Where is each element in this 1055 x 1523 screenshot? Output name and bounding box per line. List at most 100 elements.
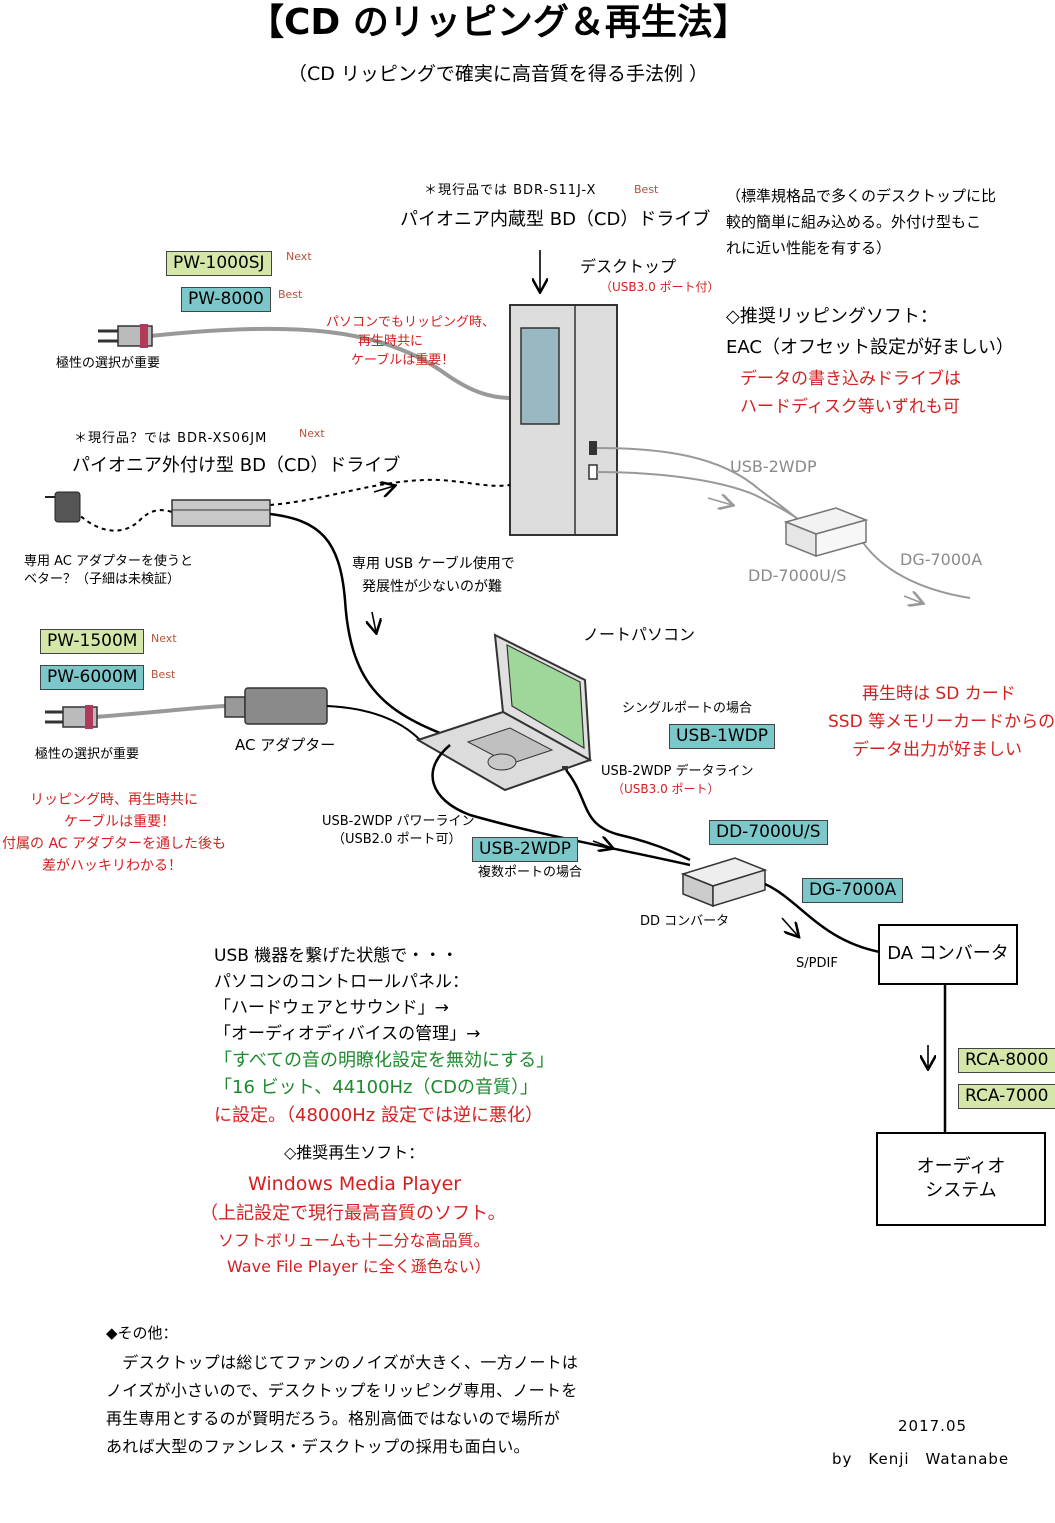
laptop-label: ノートパソコン (583, 625, 696, 644)
audio-system-label-2: システム (925, 1180, 997, 1201)
power-line-label: USB-2WDP パワーライン (322, 814, 475, 829)
rca-7000-tag: RCA-7000 (958, 1084, 1055, 1110)
pw-1500m-tag: PW-1500M (40, 629, 145, 655)
pw-1000sj-tag: PW-1000SJ (166, 251, 272, 277)
cable-note-mid-2: ケーブルは重要！ (64, 814, 176, 830)
playback-soft-name: Windows Media Player (248, 1173, 462, 1195)
power-cable-top (98, 324, 513, 400)
adapter-note-1: 専用 AC アダプターを使うと (24, 554, 194, 569)
cable-note-mid-1: リッピング時、再生時共に (30, 792, 198, 808)
other-line-2: ノイズが小さいので、デスクトップをリッピング専用、ノートを (106, 1381, 578, 1400)
dg-7000a-tag: DG-7000A (802, 878, 904, 904)
soft-note-3: Wave File Player に全く遜色ない） (227, 1257, 491, 1276)
desktop-dd-label: DD-7000U/S (748, 566, 847, 585)
power-line-note: （USB2.0 ポート可） (332, 832, 462, 847)
polarity-note-mid: 極性の選択が重要 (35, 747, 140, 762)
desktop-best-badge: Best (634, 183, 659, 196)
other-line-3: 再生専用とするのが賢明だろう。格別高価ではないので場所が (106, 1409, 561, 1428)
cable-note-top-3: ケーブルは重要！ (351, 353, 455, 368)
desktop-usb-label: USB-2WDP (730, 457, 817, 476)
arrow-usb-gray (707, 498, 732, 505)
adapter-note-2: ベター？（子細は未検証） (24, 572, 181, 587)
soft-note-1: （上記設定で現行最高音質のソフト。 (200, 1203, 506, 1224)
audio-system-box: オーディオ システム (876, 1132, 1046, 1226)
cable-note-mid-4: 差がハッキリわかる！ (42, 858, 182, 874)
cable-note-top-1: パソコンでもリッピング時、 (326, 315, 496, 330)
dd-converter-gray (783, 507, 869, 558)
external-drive (45, 478, 511, 532)
ac-adapter-label: AC アダプター (235, 736, 336, 754)
settings-red: に設定。（48000Hz 設定では逆に悪化） (214, 1105, 543, 1126)
laptop-usb-cables (431, 744, 691, 867)
arrow-spdif (781, 917, 798, 936)
cable-note-top-2: 再生時共に (358, 334, 424, 349)
desktop-current-note: ＊現行品では BDR-S11J-X (424, 183, 597, 198)
dd-converter (680, 857, 881, 954)
desktop-usb-note: （USB3.0 ポート付） (600, 280, 720, 294)
cable-note-mid-3: 付属の AC アダプターを通した後も (2, 836, 227, 852)
settings-green-2: 「16 ビット、44100Hz（CDの音質）」 (214, 1077, 538, 1098)
settings-line-4: 「オーディオディバイスの管理」→ (214, 1024, 481, 1044)
settings-line-2: パソコンのコントロールパネル： (214, 972, 469, 992)
arrow-usb-to-dd (592, 841, 612, 848)
usb-2wdp-tag: USB-2WDP (472, 837, 578, 863)
playback-note-2: SSD 等メモリーカードからの (828, 712, 1055, 732)
spdif-label: S/PDIF (796, 956, 838, 971)
ripping-soft-heading: ◇推奨リッピングソフト： (726, 306, 938, 327)
std-note-3: れに近い性能を有する） (726, 239, 892, 257)
write-note-2: ハードディスク等いずれも可 (740, 397, 960, 417)
settings-green-1: 「すべての音の明瞭化設定を無効にする」 (214, 1050, 555, 1071)
audio-system-label-1: オーディオ (916, 1155, 1006, 1177)
other-line-4: あれば大型のファンレス・デスクトップの採用も面白い。 (106, 1437, 530, 1456)
pw-6000m-tag: PW-6000M (40, 665, 145, 691)
page-title: 【CD のリッピング＆再生法】 (248, 2, 749, 43)
playback-soft-heading: ◇推奨再生ソフト： (284, 1143, 425, 1162)
settings-line-3: 「ハードウェアとサウンド」→ (214, 998, 449, 1018)
arrow-to-desktop (373, 486, 394, 492)
external-next-badge: Next (299, 427, 325, 440)
playback-note-1: 再生時は SD カード (862, 684, 1016, 704)
external-drive-name: パイオニア外付け型 BD（CD）ドライブ (72, 455, 401, 476)
pw-8000-badge: Best (278, 288, 303, 301)
settings-line-1: USB 機器を繋げた状態で・・・ (214, 946, 459, 966)
std-note-1: （標準規格品で多くのデスクトップに比 (726, 187, 997, 205)
da-converter-label: DA コンバータ (887, 943, 1009, 965)
desktop-label: デスクトップ (580, 257, 677, 276)
std-note-2: 較的簡単に組み込める。外付け型もこ (726, 213, 982, 231)
external-usb-cable (269, 512, 446, 737)
dd-converter-label: DD コンバータ (640, 914, 730, 929)
ripping-soft: EAC（オフセット設定が好ましい） (726, 337, 1014, 358)
internal-drive-name: パイオニア内蔵型 BD（CD）ドライブ (400, 209, 711, 230)
other-heading: ◆その他： (106, 1324, 178, 1342)
author-label: by Kenji Watanabe (832, 1450, 1010, 1468)
pw-8000-tag: PW-8000 (181, 287, 271, 313)
pw-6000m-badge: Best (151, 668, 176, 681)
single-port-label: シングルポートの場合 (622, 701, 753, 716)
usb-1wdp-tag: USB-1WDP (669, 724, 775, 750)
multi-port-label: 複数ポートの場合 (478, 865, 583, 880)
playback-note-3: データ出力が好ましい (852, 740, 1022, 760)
polarity-note-top: 極性の選択が重要 (56, 356, 161, 371)
pw-1500m-badge: Next (151, 632, 177, 645)
pw-1000sj-badge: Next (286, 250, 312, 263)
arrow-usb-down (372, 611, 376, 632)
date-label: 2017.05 (898, 1417, 968, 1435)
power-cable-mid (45, 687, 421, 741)
desktop-dg-label: DG-7000A (900, 550, 983, 569)
soft-note-2: ソフトボリュームも十二分な高品質。 (218, 1231, 490, 1250)
data-line-label: USB-2WDP データライン (601, 764, 754, 779)
da-converter-box: DA コンバータ (878, 924, 1018, 985)
desktop-usb-cables (596, 447, 971, 599)
usb-note-1: 専用 USB ケーブル使用で (352, 556, 515, 572)
other-line-1: デスクトップは総じてファンのノイズが大きく、一方ノートは (106, 1353, 579, 1372)
desktop-tower (509, 304, 618, 536)
arrow-dg-gray (903, 596, 922, 603)
dd-7000us-tag: DD-7000U/S (709, 820, 828, 846)
external-current-note: ＊現行品？では BDR-XS06JM (74, 431, 268, 446)
write-note-1: データの書き込みドライブは (740, 369, 961, 389)
laptop (415, 633, 593, 792)
usb-note-2: 発展性が少ないのが難 (362, 579, 502, 595)
page-subtitle: （CD リッピングで確実に高音質を得る手法例 ） (288, 63, 708, 85)
data-line-note: （USB3.0 ポート） (612, 782, 720, 796)
rca-8000-tag: RCA-8000 (958, 1048, 1055, 1074)
